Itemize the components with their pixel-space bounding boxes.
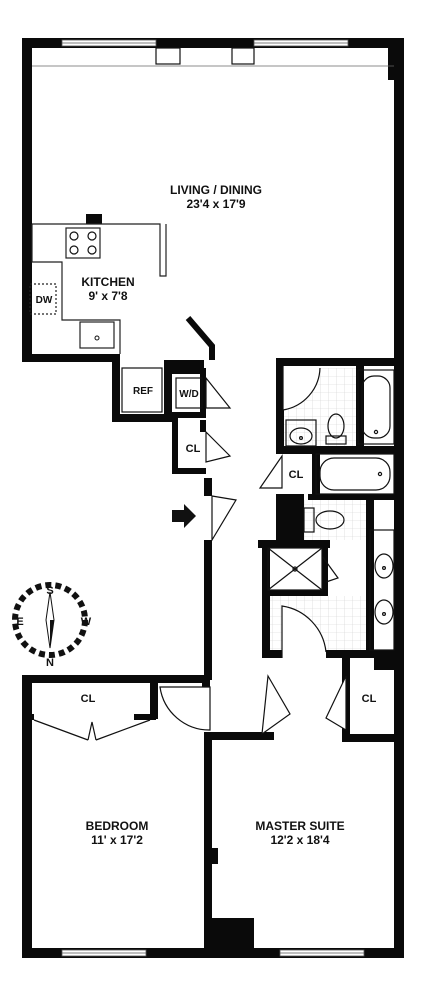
kitchen-angled-wall	[185, 316, 215, 360]
compass-east-letter: E	[16, 616, 23, 628]
compass-south-letter: S	[46, 585, 53, 597]
kitchen-dims: 9' x 7'8	[88, 289, 127, 303]
master-suite-dims: 12'2 x 18'4	[270, 833, 329, 847]
top-windows	[32, 39, 394, 67]
bottom-windows	[61, 949, 365, 957]
dishwasher-label: DW	[36, 295, 53, 306]
washer-dryer-label: W/D	[179, 389, 198, 400]
sink-drain-icon	[94, 335, 100, 341]
kitchen-name: KITCHEN	[81, 275, 134, 289]
master-closet-label: CL	[362, 693, 377, 705]
washer-dryer-icon	[175, 377, 203, 409]
hall-closet-label: CL	[186, 443, 201, 455]
doors	[33, 366, 347, 741]
interior-walls	[22, 214, 400, 958]
bath-fixtures	[267, 369, 395, 651]
refrigerator-icon	[121, 367, 163, 413]
bedroom-name: BEDROOM	[86, 819, 149, 833]
refrigerator-label: REF	[133, 386, 153, 397]
living-dining-name: LIVING / DINING	[170, 183, 262, 197]
living-dining-dims: 23'4 x 17'9	[186, 197, 245, 211]
kitchen-counters	[29, 223, 167, 354]
compass-west-letter: W	[81, 616, 92, 628]
compass-rose: S N E W	[12, 582, 92, 669]
compass-ring	[12, 582, 88, 658]
bath-closet-label: CL	[289, 469, 304, 481]
compass-north-letter: N	[46, 657, 54, 669]
stove-icon	[69, 231, 97, 255]
bedroom-dims: 11' x 17'2	[91, 833, 143, 847]
master-suite-name: MASTER SUITE	[255, 819, 344, 833]
entry-arrow-icon	[172, 504, 196, 528]
bedroom-closet-label: CL	[81, 693, 96, 705]
